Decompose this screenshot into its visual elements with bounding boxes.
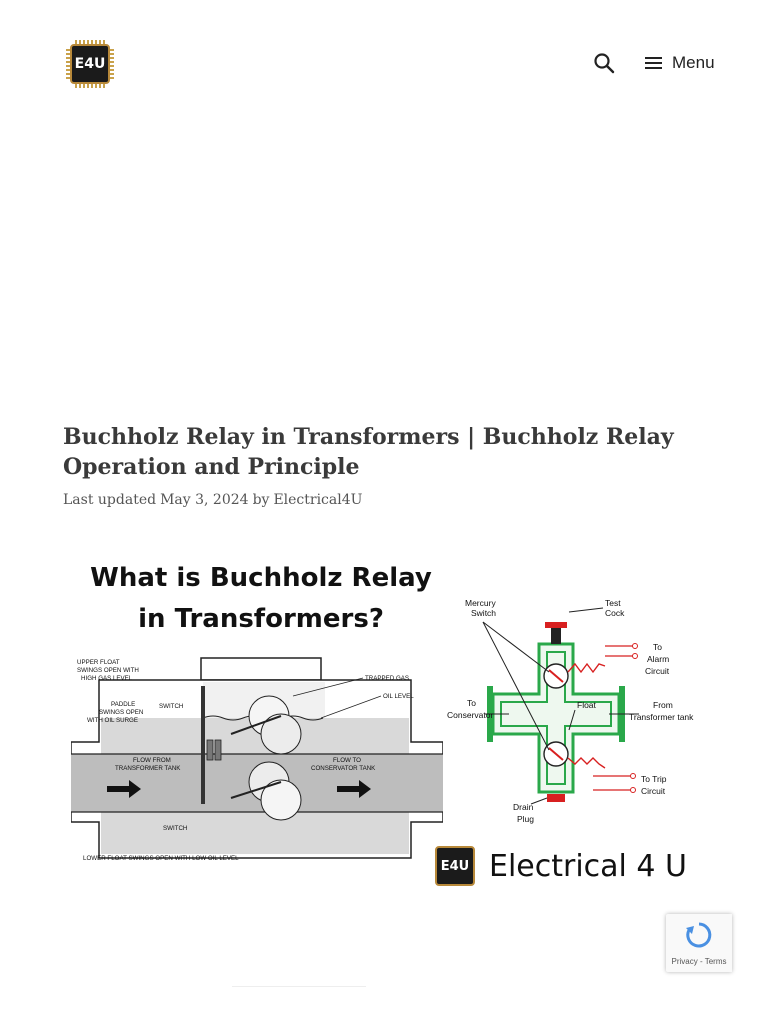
recaptcha-icon xyxy=(686,922,712,948)
label-from-1: From xyxy=(653,700,673,710)
label-switch-top: SWITCH xyxy=(159,703,183,710)
label-cock: Cock xyxy=(605,608,625,618)
feature-heading-line1: What is Buchholz Relay xyxy=(90,563,432,593)
menu-button[interactable]: Menu xyxy=(644,50,715,76)
featured-image: What is Buchholz Relay in Transformers? … xyxy=(63,546,713,896)
label-flow-from-2: TRANSFORMER TANK xyxy=(115,765,181,772)
label-lower-float: LOWER FLOAT SWINGS OPEN WITH LOW OIL LEV… xyxy=(83,855,239,862)
menu-label: Menu xyxy=(672,53,715,72)
label-upper-float-3: HIGH GAS LEVEL xyxy=(81,675,133,682)
label-upper-float-2: SWINGS OPEN WITH xyxy=(77,667,139,674)
label-to-conservator-2: Conservator xyxy=(447,710,493,720)
label-switch: Switch xyxy=(471,608,496,618)
feature-brand-text: Electrical 4 U xyxy=(489,848,688,884)
label-to-trip-2: Circuit xyxy=(641,786,666,796)
logo-pins-bottom xyxy=(75,84,105,88)
feature-brand-logo: E4U xyxy=(435,846,475,886)
article-author[interactable]: Electrical4U xyxy=(273,492,363,508)
label-flow-from: FLOW FROM xyxy=(133,757,171,764)
label-to-alarm-1: To xyxy=(653,642,662,652)
label-oil-level: OIL LEVEL xyxy=(383,693,414,700)
logo-text: E4U xyxy=(70,44,110,84)
label-float: Float xyxy=(577,700,597,710)
label-mercury: Mercury xyxy=(465,598,496,608)
label-flow-to: FLOW TO xyxy=(333,757,361,764)
article-date: May 3, 2024 xyxy=(160,492,249,508)
label-to-conservator-1: To xyxy=(467,698,476,708)
site-logo[interactable]: E4U xyxy=(66,40,114,88)
label-switch-bottom: SWITCH xyxy=(163,825,187,832)
buchholz-schematic-diagram: Mercury Switch Test Cock To Alarm Circui… xyxy=(447,598,694,824)
search-icon xyxy=(594,53,615,74)
label-paddle: PADDLE xyxy=(111,701,135,708)
buchholz-cross-section-diagram: UPPER FLOAT SWINGS OPEN WITH HIGH GAS LE… xyxy=(71,657,443,862)
label-to-alarm-3: Circuit xyxy=(645,666,670,676)
meta-prefix: Last updated xyxy=(63,492,157,508)
feature-heading-line2: in Transformers? xyxy=(138,604,384,634)
label-test: Test xyxy=(605,598,621,608)
label-upper-float: UPPER FLOAT xyxy=(77,659,120,666)
meta-by: by xyxy=(252,492,270,508)
logo-pins-top xyxy=(75,40,105,44)
label-drain-1: Drain xyxy=(513,802,534,812)
label-paddle-2: SWINGS OPEN xyxy=(99,709,143,716)
logo-pins-right xyxy=(110,49,114,79)
feature-brand: E4U Electrical 4 U xyxy=(435,846,687,886)
recaptcha-badge[interactable]: Privacy - Terms xyxy=(666,914,732,972)
label-paddle-3: WITH OIL SURGE xyxy=(87,717,138,724)
label-to-alarm-2: Alarm xyxy=(647,654,669,664)
logo-pins-left xyxy=(66,49,70,79)
label-trapped-gas: TRAPPED GAS xyxy=(365,675,409,682)
label-to-trip-1: To Trip xyxy=(641,774,667,784)
label-flow-to-2: CONSERVATOR TANK xyxy=(311,765,376,772)
label-drain-2: Plug xyxy=(517,814,534,824)
article-title: Buchholz Relay in Transformers | Buchhol… xyxy=(63,424,674,480)
feature-heading: What is Buchholz Relay in Transformers? xyxy=(63,558,459,640)
hamburger-icon xyxy=(645,57,662,69)
search-button[interactable] xyxy=(592,51,616,75)
label-from-2: Transformer tank xyxy=(629,712,694,722)
recaptcha-links[interactable]: Privacy - Terms xyxy=(671,957,727,966)
divider xyxy=(232,986,366,987)
